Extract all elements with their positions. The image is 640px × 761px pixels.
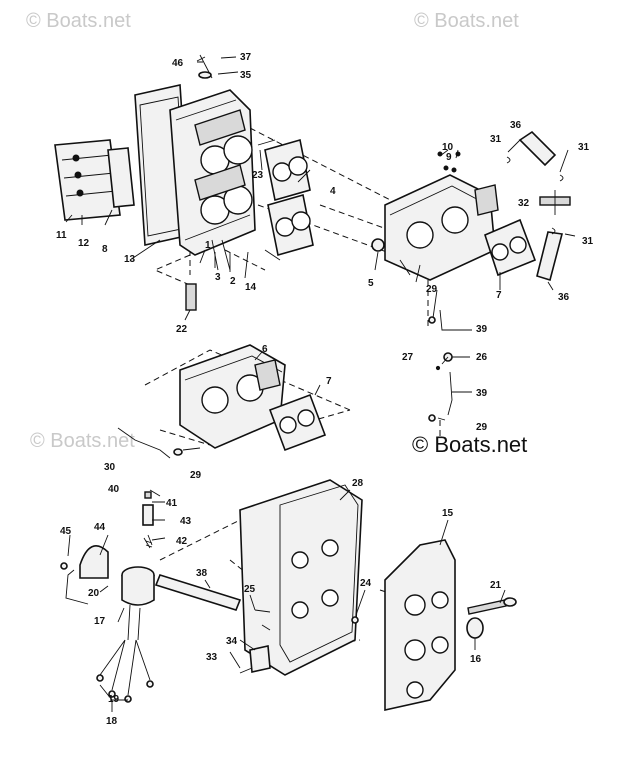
callout-21: 21 (490, 580, 502, 591)
callout-34: 34 (226, 636, 238, 647)
callout-29-upper: 29 (426, 284, 438, 295)
callout-12: 12 (78, 238, 90, 249)
callout-3: 3 (215, 272, 221, 283)
callout-1: 1 (205, 240, 211, 251)
callout-19: 19 (108, 694, 120, 705)
callout-39-upper: 39 (476, 324, 488, 335)
lower-carburetor (179, 344, 286, 449)
callout-4: 4 (330, 186, 336, 197)
watermark-mid-left: © Boats.net (30, 430, 135, 452)
lower-carb-gasket (268, 393, 327, 452)
choke-link-rod (117, 427, 183, 459)
carburetor-gaskets (264, 138, 314, 257)
callout-31-top: 31 (490, 134, 502, 145)
callout-23: 23 (252, 170, 264, 181)
upper-carb-gasket (484, 218, 537, 277)
callout-31-right: 31 (578, 142, 590, 153)
watermark-main: © Boats.net (412, 432, 528, 457)
callout-29-lower: 29 (476, 422, 488, 433)
upper-carburetor (371, 174, 499, 283)
callout-39-lower: 39 (476, 388, 488, 399)
callout-43: 43 (180, 516, 192, 527)
callout-2: 2 (230, 276, 236, 287)
reed-valve-assembly (54, 139, 135, 221)
callout-25: 25 (244, 584, 256, 595)
linkage-rods (428, 151, 470, 422)
callout-36-lower: 36 (558, 292, 570, 303)
callout-30: 30 (104, 462, 116, 473)
callout-27: 27 (402, 352, 414, 363)
callout-15: 15 (442, 508, 454, 519)
callout-44: 44 (94, 522, 106, 533)
callout-7-upper: 7 (496, 290, 502, 301)
callout-26: 26 (476, 352, 488, 363)
callout-28: 28 (352, 478, 364, 489)
callout-33: 33 (206, 652, 218, 663)
fuel-hoses (506, 130, 571, 282)
callout-29-mid: 29 (190, 470, 202, 481)
callout-40: 40 (108, 484, 120, 495)
callout-38: 38 (196, 568, 208, 579)
callout-20: 20 (88, 588, 100, 599)
callout-labels: 1 2 3 4 5 6 7 7 8 9 10 11 12 13 14 15 16… (56, 52, 594, 727)
callout-10: 10 (442, 142, 454, 153)
callout-37: 37 (240, 52, 252, 63)
callout-7-lower: 7 (326, 376, 332, 387)
callout-41: 41 (166, 498, 178, 509)
silencer-cover (384, 539, 517, 711)
callout-11: 11 (56, 230, 67, 241)
callout-45: 45 (60, 526, 72, 537)
callout-35: 35 (240, 70, 252, 81)
callout-6: 6 (262, 344, 268, 355)
intake-manifold (169, 89, 256, 256)
callout-24: 24 (360, 578, 372, 589)
callout-17: 17 (94, 616, 106, 627)
choke-solenoid (60, 491, 155, 703)
watermark-top-left: © Boats.net (26, 10, 131, 32)
silencer-base (239, 479, 363, 676)
screws-and-studs (185, 54, 281, 311)
callout-46: 46 (172, 58, 184, 69)
callout-9: 9 (446, 152, 452, 163)
callout-36-top: 36 (510, 120, 522, 131)
callout-42: 42 (176, 536, 188, 547)
long-rod (154, 574, 242, 611)
callout-18: 18 (106, 716, 118, 727)
callout-16: 16 (470, 654, 482, 665)
callout-leader-lines (65, 56, 576, 712)
callout-32: 32 (518, 198, 530, 209)
callout-14: 14 (245, 282, 257, 293)
callout-13: 13 (124, 254, 136, 265)
callout-22: 22 (176, 324, 188, 335)
callout-5: 5 (368, 278, 374, 289)
watermark-top-right: © Boats.net (414, 10, 519, 32)
callout-31-lower: 31 (582, 236, 594, 247)
callout-8: 8 (102, 244, 108, 255)
